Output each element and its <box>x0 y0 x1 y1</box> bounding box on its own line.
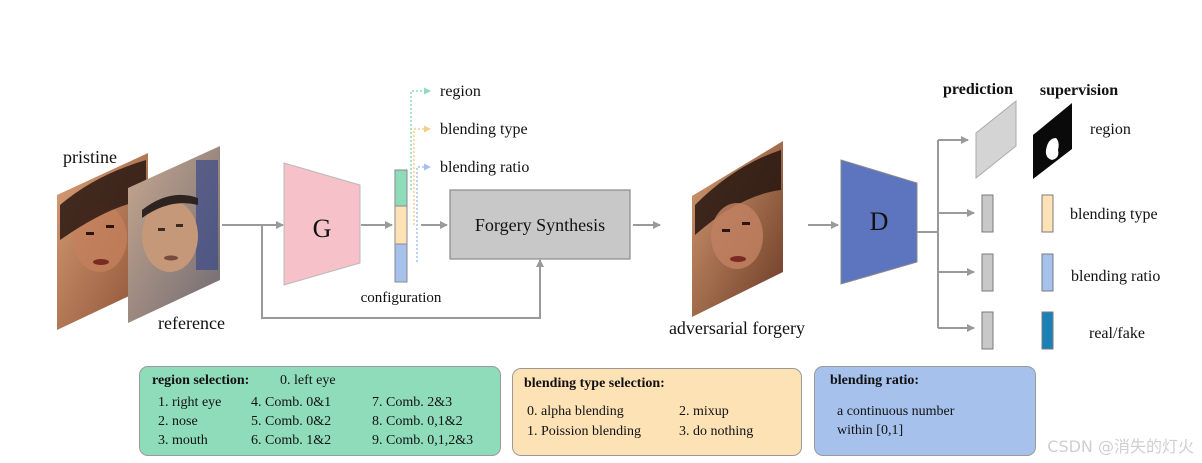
blending-type-output-line <box>413 125 431 225</box>
blending-ratio-supervision <box>1041 253 1054 292</box>
region-item: 1. right eye <box>158 395 222 410</box>
region-item: 2. nose <box>158 414 198 429</box>
region-item: 9. Comb. 0,1,2&3 <box>372 433 474 448</box>
forgery-synthesis-block <box>449 189 631 260</box>
adversarial-forgery-face-image <box>692 141 783 317</box>
supervision-header: supervision <box>1040 82 1118 99</box>
supervision-region-label: region <box>1090 121 1131 138</box>
blending-ratio-box: blending ratio: a continuous number with… <box>814 366 1036 456</box>
adversarial-forgery-label: adversarial forgery <box>669 318 805 338</box>
region-supervision-mask <box>1033 103 1072 179</box>
region-head-item: 0. left eye <box>280 373 336 388</box>
blending-ratio-line: a continuous number <box>837 404 955 419</box>
region-item: 6. Comb. 1&2 <box>251 433 332 448</box>
blending-ratio-title: blending ratio: <box>830 373 920 388</box>
region-output-line <box>410 87 431 190</box>
output-blending-type-label: blending type <box>440 121 528 138</box>
blending-type-supervision <box>1041 194 1054 233</box>
region-item: 8. Comb. 0,1&2 <box>372 414 463 429</box>
watermark: CSDN @消失的灯火 <box>1047 437 1194 456</box>
real-fake-supervision <box>1041 311 1054 350</box>
region-item: 7. Comb. 2&3 <box>372 395 453 410</box>
blending-ratio-prediction <box>981 253 994 292</box>
generator-block <box>283 162 361 286</box>
blending-type-item: 2. mixup <box>679 404 729 419</box>
configuration-label: configuration <box>361 290 442 306</box>
real-fake-prediction <box>981 311 994 350</box>
blending-type-item: 1. Poission blending <box>527 424 641 439</box>
forgery-synthesis-label: Forgery Synthesis <box>475 215 605 235</box>
region-selection-box: region selection: 0. left eye 1. right e… <box>139 366 501 456</box>
region-item: 5. Comb. 0&2 <box>251 414 332 429</box>
reference-face-image <box>128 146 220 323</box>
pristine-label: pristine <box>63 147 117 167</box>
blending-type-title: blending type selection: <box>524 376 665 391</box>
region-prediction-map <box>975 99 1017 180</box>
generator-label: G <box>313 214 332 243</box>
blending-type-selection-box: blending type selection: 0. alpha blendi… <box>512 368 802 456</box>
blending-type-item: 3. do nothing <box>679 424 754 439</box>
pristine-face-image <box>57 153 148 330</box>
blending-ratio-output-line <box>416 163 431 262</box>
discriminator-block <box>840 159 918 285</box>
config-blending-type-cell <box>394 205 408 245</box>
blending-ratio-line: within [0,1] <box>837 423 904 438</box>
output-blending-ratio-label: blending ratio <box>440 159 529 176</box>
output-region-label: region <box>440 83 481 100</box>
supervision-real-fake-label: real/fake <box>1089 325 1145 342</box>
config-region-cell <box>394 169 408 207</box>
reference-label: reference <box>158 313 225 333</box>
supervision-blending-ratio-label: blending ratio <box>1071 268 1160 285</box>
blending-type-prediction <box>981 194 994 233</box>
region-selection-title: region selection: <box>152 373 250 388</box>
prediction-header: prediction <box>943 81 1013 98</box>
supervision-blending-type-label: blending type <box>1070 206 1158 223</box>
region-item: 3. mouth <box>158 433 208 448</box>
discriminator-label: D <box>870 207 889 236</box>
region-item: 4. Comb. 0&1 <box>251 395 332 410</box>
skip-connection-arrow <box>261 225 544 319</box>
blending-type-item: 0. alpha blending <box>527 404 624 419</box>
config-blending-ratio-cell <box>394 243 408 283</box>
